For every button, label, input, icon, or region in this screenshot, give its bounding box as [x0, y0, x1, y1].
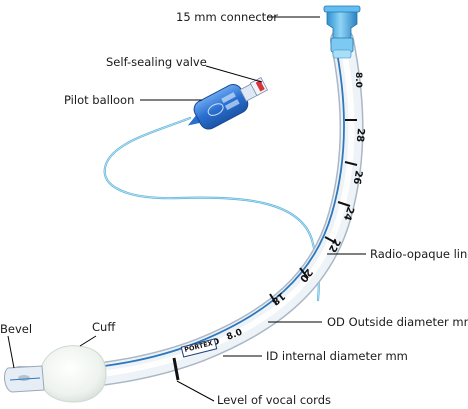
label-self-sealing-valve: Self-sealing valve [106, 55, 207, 69]
connector [323, 5, 361, 59]
tube-markings: 8.0 28 26 24 22 20 18 8.0 ID PORTEX [172, 72, 366, 381]
tube-mark-28: 28 [354, 128, 366, 143]
label-od-outside-diameter: OD Outside diameter mm [327, 315, 468, 329]
label-bevel: Bevel [0, 322, 32, 336]
label-pilot-balloon: Pilot balloon [64, 93, 134, 107]
tube-mark-size-top: 8.0 [353, 72, 363, 88]
pilot-balloon-assembly [187, 77, 269, 130]
tube-mark-24: 24 [341, 205, 356, 222]
cuff [39, 345, 107, 403]
tube-body [8, 28, 364, 391]
label-15mm-connector: 15 mm connector [176, 10, 278, 24]
pilot-line [103, 116, 320, 302]
label-level-of-vocal-cords: Level of vocal cords [217, 393, 331, 407]
tube-mark-26: 26 [351, 169, 364, 185]
label-id-internal-diameter: ID internal diameter mm [266, 349, 408, 363]
label-cuff: Cuff [92, 320, 116, 334]
radio-opaque-line-stripe [19, 41, 345, 372]
vocal-cord-marker [172, 357, 180, 381]
label-radio-opaque-line: Radio-opaque line [370, 247, 468, 261]
leader-lines [7, 16, 366, 402]
bevel-tip [4, 365, 45, 393]
